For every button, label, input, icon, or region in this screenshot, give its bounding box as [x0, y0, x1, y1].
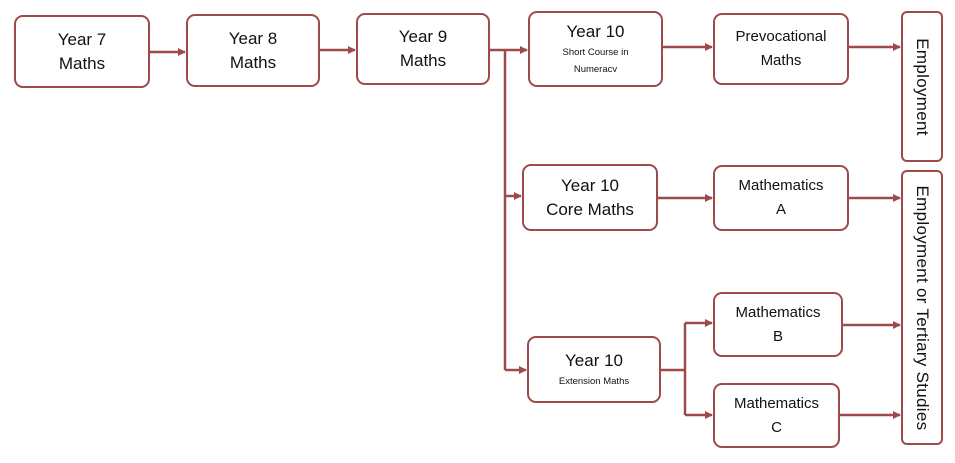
node-employment: Employment — [901, 11, 943, 162]
node-math-b-line2: B — [772, 327, 783, 345]
node-year10-short-line1: Year 10 — [566, 22, 625, 41]
node-year10-ext-line1: Year 10 — [565, 351, 623, 370]
node-year10-core-maths: Year 10 Core Maths — [522, 164, 658, 231]
node-mathematics-c: Mathematics C — [713, 383, 840, 448]
node-year10-ext-line2: Extension Maths — [558, 376, 630, 387]
node-math-a-line1: Mathematics — [738, 177, 824, 194]
node-year10-short-line3: Numeracv — [573, 64, 618, 75]
node-year9-maths: Year 9 Maths — [356, 13, 490, 85]
node-year10-core-line1: Year 10 — [561, 175, 619, 195]
node-mathematics-b: Mathematics B — [713, 292, 843, 357]
node-math-c-line1: Mathematics — [733, 394, 820, 412]
node-year8-line2: Maths — [229, 52, 277, 72]
node-prevocational-line2: Maths — [760, 52, 802, 69]
node-math-c-line2: C — [771, 418, 782, 436]
node-math-a-line2: A — [775, 201, 786, 218]
node-year7-line2: Maths — [58, 53, 106, 73]
node-year9-line2: Maths — [399, 51, 447, 70]
node-year9-line1: Year 9 — [398, 27, 448, 46]
node-prevocational-line1: Prevocational — [735, 28, 827, 45]
node-year10-short-course: Year 10 Short Course in Numeracv — [528, 11, 663, 87]
node-year10-short-line2: Short Course in — [562, 47, 629, 58]
node-year8-maths: Year 8 Maths — [186, 14, 320, 87]
node-math-b-line1: Mathematics — [735, 303, 821, 321]
node-year8-line1: Year 8 — [228, 28, 278, 48]
node-employment-label: Employment — [913, 37, 932, 136]
node-employment-tertiary-label: Employment or Tertiary Studies — [913, 185, 932, 430]
node-year10-core-line2: Core Maths — [546, 199, 634, 219]
node-employment-or-tertiary: Employment or Tertiary Studies — [901, 170, 943, 445]
node-year7-line1: Year 7 — [57, 29, 107, 49]
node-mathematics-a: Mathematics A — [713, 165, 849, 231]
node-year7-maths: Year 7 Maths — [14, 15, 150, 88]
node-year10-extension-maths: Year 10 Extension Maths — [527, 336, 661, 403]
node-prevocational-maths: Prevocational Maths — [713, 13, 849, 85]
